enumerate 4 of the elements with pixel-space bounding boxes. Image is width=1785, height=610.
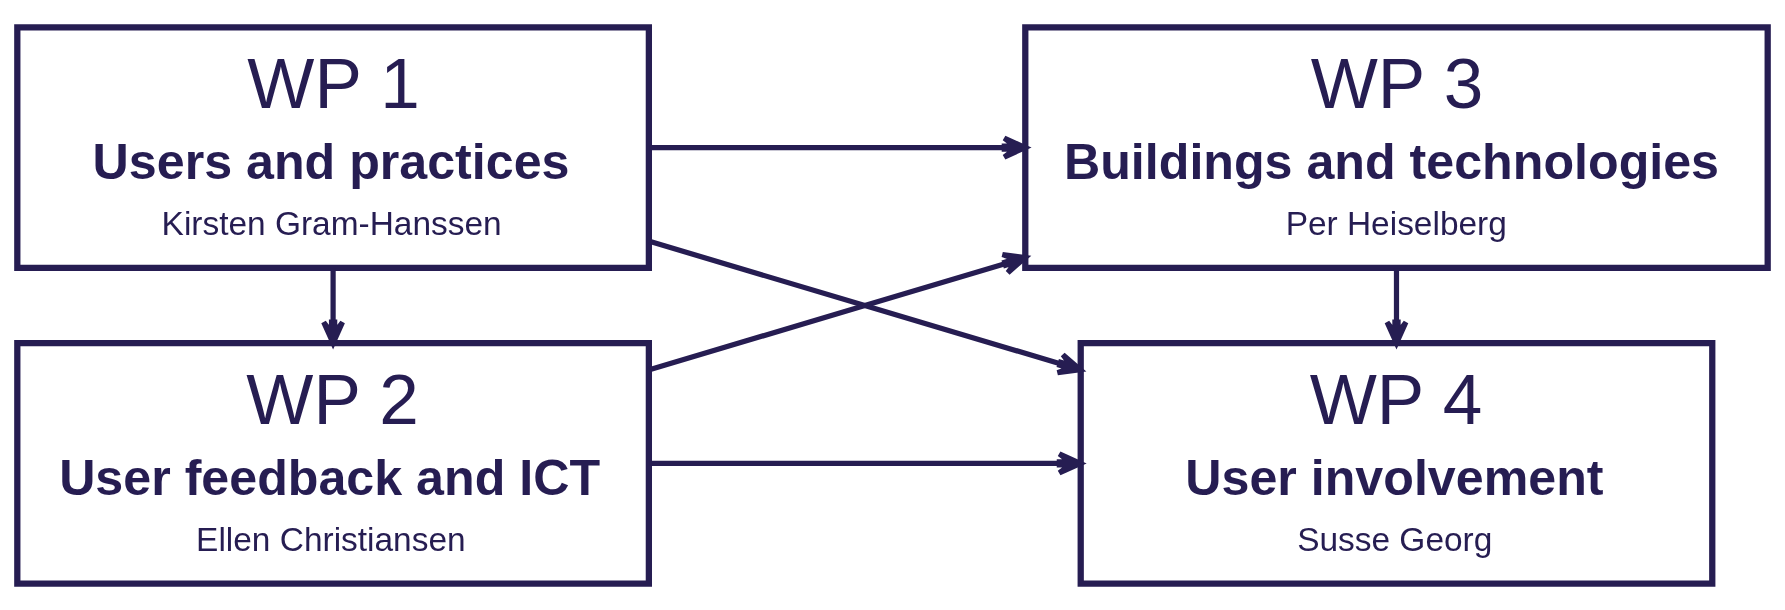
node-box: WP 2 User feedback and ICT Ellen Christiansen: [14, 339, 652, 587]
node-box: WP 1 Users and practices Kirsten Gram-Hanssen: [14, 23, 652, 271]
node-box: WP 4 User involvement Susse Georg: [1077, 339, 1716, 587]
node-box: WP 3 Buildings and technologies Per Heiselberg: [1022, 23, 1771, 271]
